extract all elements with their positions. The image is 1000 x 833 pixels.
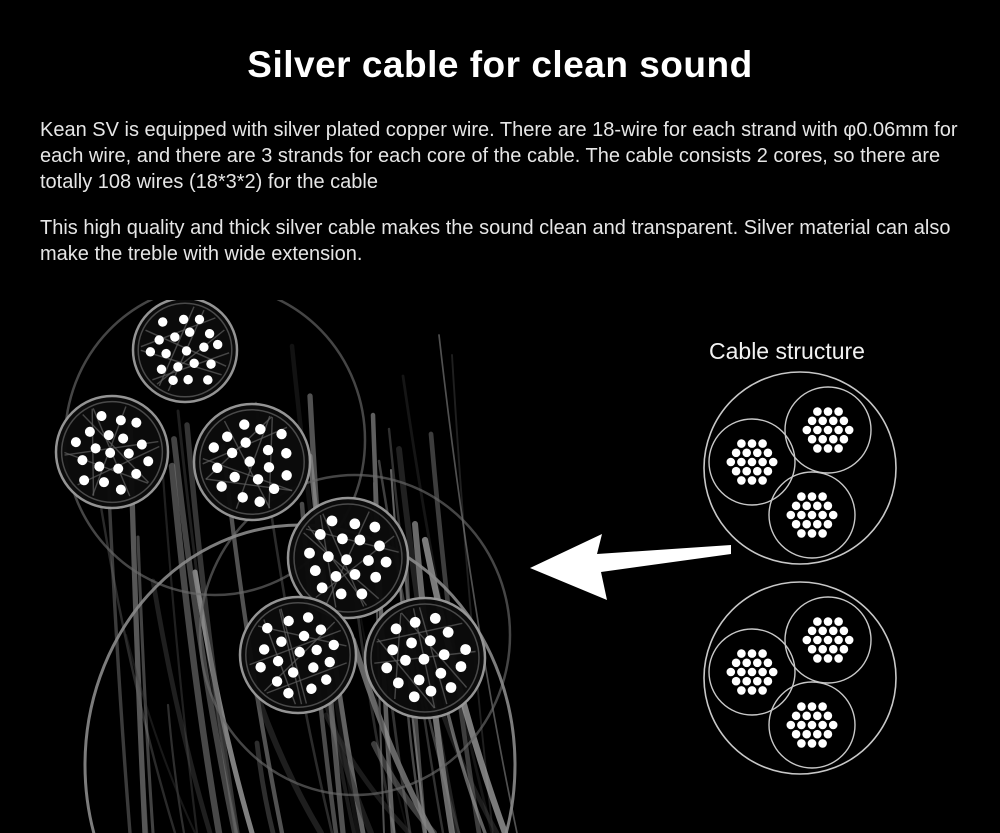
wire-bundle [238, 595, 358, 715]
wire-bundle [192, 402, 312, 522]
wire-bundle [54, 394, 170, 510]
wire-bundle [131, 300, 239, 404]
wire-bundle [286, 496, 410, 620]
paragraph-sound-quality: This high quality and thick silver cable… [40, 217, 951, 265]
cable-structure-label: Cable structure [709, 338, 865, 364]
paragraph-cable-specs: Kean SV is equipped with silver plated c… [40, 119, 958, 193]
page-title: Silver cable for clean sound [247, 44, 753, 85]
cable-cross-section-diagram [703, 371, 897, 565]
cable-illustration [54, 300, 518, 833]
arrow-left-icon [530, 534, 731, 600]
figure-graphics [54, 300, 897, 833]
wire-bundle [363, 596, 487, 720]
cable-cross-section-diagram [703, 581, 897, 775]
